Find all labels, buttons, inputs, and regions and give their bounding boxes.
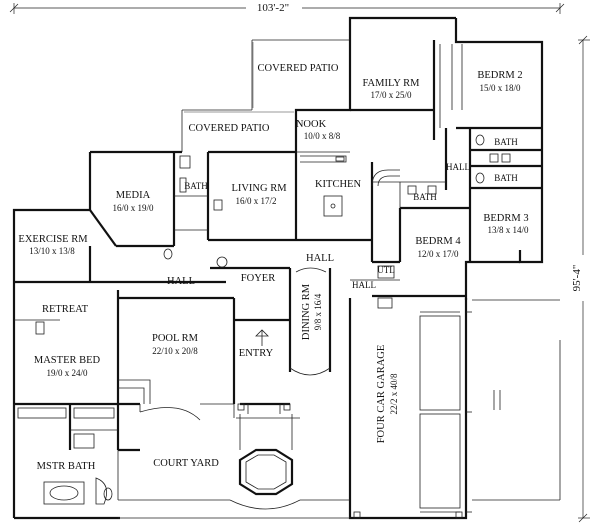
bath-label-b: BATH [184, 181, 208, 191]
living-rm-size: 16/0 x 17/2 [235, 196, 276, 206]
bath-label-d: BATH [413, 192, 437, 202]
bedrm-4-size: 12/0 x 17/0 [417, 249, 459, 259]
court-yard [117, 403, 350, 519]
exercise-rm-size: 13/10 x 13/8 [29, 246, 75, 256]
exercise-rm-label: EXERCISE RM [18, 234, 88, 245]
utl-label: UTL [377, 265, 395, 275]
hall-west-label: HALL [167, 276, 195, 287]
master-bed-label: MASTER BED [34, 355, 101, 366]
media-size: 16/0 x 19/0 [112, 203, 154, 213]
bedrm-2-label: BEDRM 2 [477, 70, 522, 81]
court-yard-label: COURT YARD [153, 458, 219, 469]
master-bed-size: 19/0 x 24/0 [46, 368, 88, 378]
hall-small-label: HALL [352, 280, 376, 290]
room-labels: COVERED PATIO FAMILY RM 17/0 x 25/0 BEDR… [18, 63, 529, 472]
family-rm-label: FAMILY RM [363, 78, 421, 89]
foyer-label: FOYER [241, 273, 275, 284]
overall-depth-label: 95'-4" [571, 265, 583, 292]
bedrm-2-size: 15/0 x 18/0 [479, 83, 521, 93]
pool-rm-size: 22/10 x 20/8 [152, 346, 198, 356]
bedrm-3-label: BEDRM 3 [483, 213, 528, 224]
dining-rm-label: DINING RM [301, 283, 312, 340]
entry-label: ENTRY [239, 348, 274, 359]
bedrm-4-label: BEDRM 4 [415, 236, 461, 247]
interior-walls [13, 40, 542, 450]
fixtures [17, 44, 511, 505]
mstr-bath-label: MSTR BATH [37, 461, 96, 472]
bedrm-3-size: 13/8 x 14/0 [487, 225, 529, 235]
covered-patio-north-label: COVERED PATIO [258, 63, 339, 74]
hall-center-label: HALL [306, 253, 334, 264]
overall-width-label: 103'-2" [257, 2, 289, 14]
garage-details [353, 299, 561, 519]
four-car-garage-size: 22/2 x 40/8 [389, 373, 399, 415]
covered-patio-mid-label: COVERED PATIO [189, 123, 270, 134]
nook-label: NOOK [296, 119, 327, 130]
media-label: MEDIA [116, 190, 151, 201]
nook-size: 10/0 x 8/8 [304, 131, 341, 141]
retreat-label: RETREAT [42, 304, 89, 315]
family-rm-size: 17/0 x 25/0 [370, 90, 412, 100]
bath-label-a: BATH [494, 137, 518, 147]
patio-hatching [184, 42, 294, 113]
pool-rm-label: POOL RM [152, 333, 199, 344]
living-rm-label: LIVING RM [231, 183, 287, 194]
bath-label-c: BATH [494, 173, 518, 183]
four-car-garage-label: FOUR CAR GARAGE [376, 345, 387, 444]
dining-rm-size: 9/8 x 16/4 [313, 293, 323, 330]
exterior-walls [12, 16, 544, 520]
kitchen-label: KITCHEN [315, 179, 361, 190]
hall-east-label: HALL [446, 162, 470, 172]
